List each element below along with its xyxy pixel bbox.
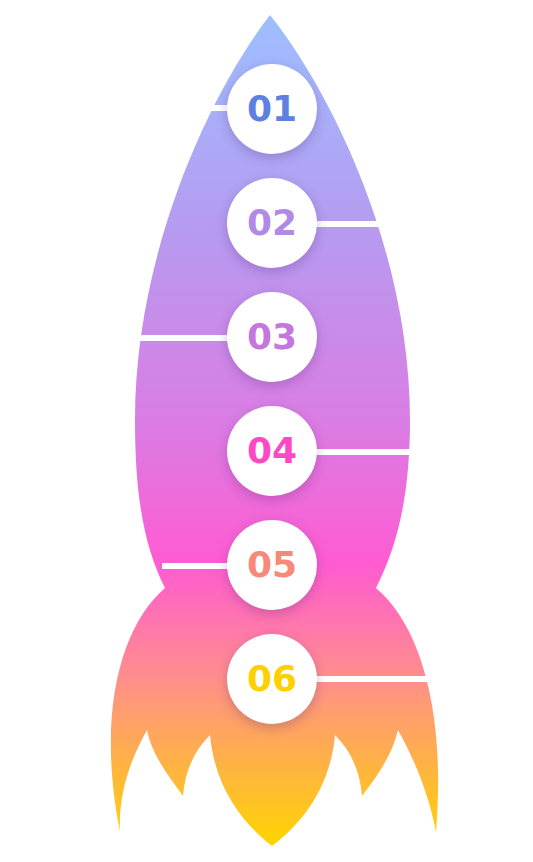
step-circle: 04 (227, 406, 317, 496)
step-number: 03 (247, 319, 297, 355)
leader-line (300, 676, 446, 682)
step-number: 02 (247, 205, 297, 241)
step-circle: 06 (227, 634, 317, 724)
step-circle: 05 (227, 520, 317, 610)
step-number: 04 (247, 433, 297, 469)
step-number: 05 (247, 547, 297, 583)
leader-line (300, 449, 414, 455)
leader-line (135, 335, 240, 341)
step-number: 06 (247, 661, 297, 697)
step-circle: 03 (227, 292, 317, 382)
rocket-body (111, 15, 438, 846)
step-circle: 02 (227, 178, 317, 268)
step-circle: 01 (227, 64, 317, 154)
leader-lines (135, 108, 446, 679)
step-number: 01 (247, 91, 297, 127)
